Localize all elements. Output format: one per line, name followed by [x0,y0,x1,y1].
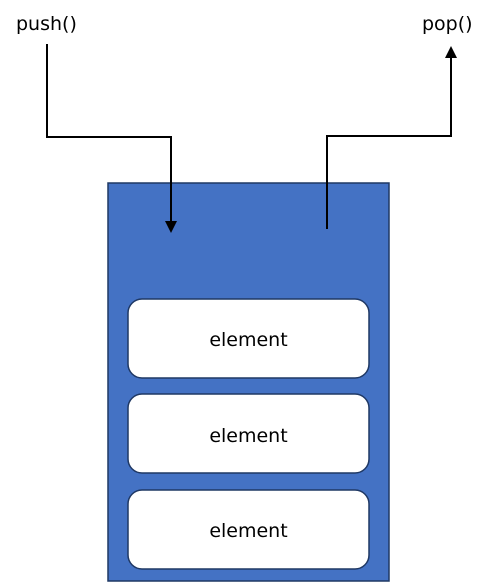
stack-element-box [127,298,370,379]
stack-element-box [127,489,370,570]
pop-label: pop() [422,13,473,35]
pop-arrow [326,46,457,229]
stack-element: element [127,393,370,474]
stack-element-label: element [209,329,287,351]
stack-element: element [127,489,370,570]
stack-element: element [127,298,370,379]
push-label: push() [16,13,77,35]
stack-element-box [127,393,370,474]
stack-element-label: element [209,425,287,447]
stack-element-label: element [209,520,287,542]
push-arrow [46,44,177,233]
